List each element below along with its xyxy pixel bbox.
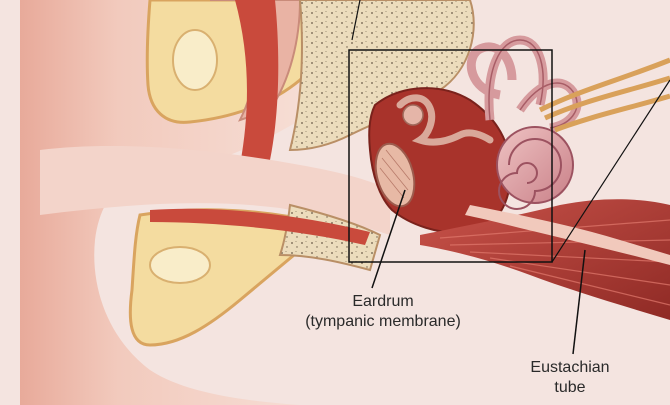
lower-cartilage-fold (150, 247, 210, 283)
cartilage-fold (173, 30, 217, 90)
malleus (403, 105, 423, 125)
eustachian-label-line1: Eustachian (515, 358, 625, 378)
eardrum-label-line2: (tympanic membrane) (278, 312, 488, 332)
eardrum-label: Eardrum (tympanic membrane) (278, 292, 488, 332)
eustachian-tube-label: Eustachian tube (515, 358, 625, 398)
eardrum-label-line1: Eardrum (278, 292, 488, 312)
eustachian-label-line2: tube (515, 378, 625, 398)
